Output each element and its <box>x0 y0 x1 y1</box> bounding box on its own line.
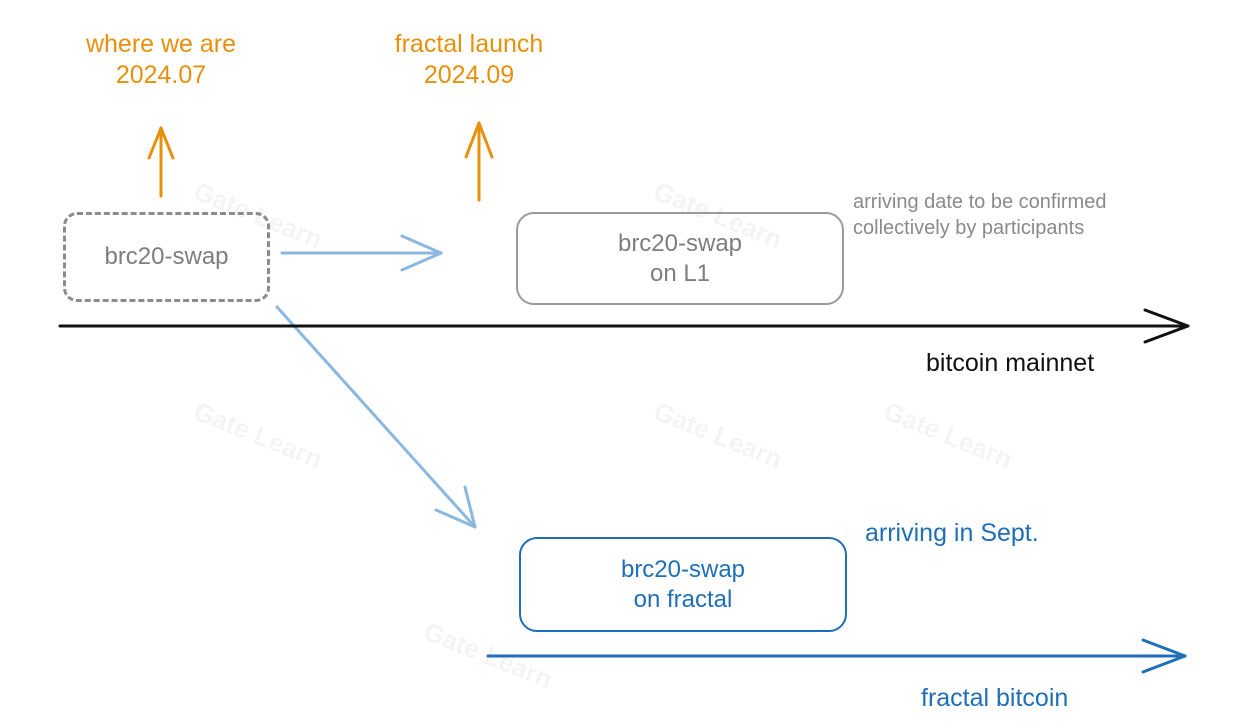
mainnet-label: bitcoin mainnet <box>926 349 1095 377</box>
current-swap-box: brc20-swap <box>63 212 270 302</box>
mainnet-timeline-arrow <box>58 308 1190 344</box>
milestone-fractal-label: fractal launch 2024.09 <box>354 29 584 92</box>
l1-swap-label-line2: on L1 <box>649 259 711 287</box>
current-swap-label: brc20-swap <box>104 243 229 270</box>
milestone-arrow-fractal <box>464 121 494 202</box>
l1-arrival-note-line2: collectively by participants <box>853 217 1085 240</box>
milestone-current-label: where we are 2024.07 <box>46 29 276 92</box>
arrow-to-l1 <box>280 234 443 272</box>
milestone-arrow-current <box>147 126 175 198</box>
fractal-swap-label-line2: on fractal <box>633 585 733 613</box>
milestone-current-title: where we are <box>85 30 237 58</box>
l1-swap-box: brc20-swap on L1 <box>516 212 844 305</box>
milestone-fractal-title: fractal launch <box>394 30 544 58</box>
fractal-timeline-label: fractal bitcoin <box>921 684 1069 712</box>
l1-arrival-note: arriving date to be confirmed collective… <box>853 189 1106 242</box>
fractal-swap-box: brc20-swap on fractal <box>519 537 847 632</box>
milestone-current-date: 2024.07 <box>115 61 207 90</box>
l1-swap-label-line1: brc20-swap <box>617 229 743 257</box>
l1-arrival-note-line1: arriving date to be confirmed <box>853 191 1107 213</box>
fractal-timeline-arrow <box>486 638 1187 674</box>
milestone-fractal-date: 2024.09 <box>423 61 515 90</box>
fractal-swap-label-line1: brc20-swap <box>620 555 746 583</box>
arrow-to-fractal <box>275 305 477 529</box>
fractal-arrival-note: arriving in Sept. <box>865 519 1039 547</box>
